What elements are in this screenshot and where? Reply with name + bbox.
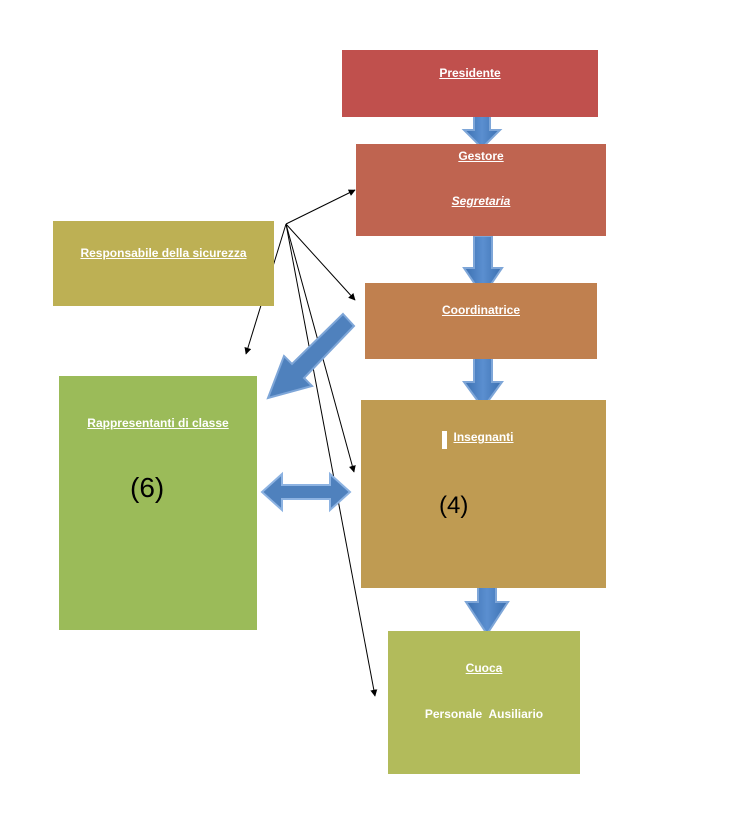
node-cuoca: Cuoca Personale Ausiliario [388, 631, 580, 774]
node-gestore: Gestore Segretaria [356, 144, 606, 236]
line-hub-to-gestore [285, 189, 356, 225]
node-gestore-label: Gestore [458, 149, 504, 163]
node-gestore-sublabel: Segretaria [451, 194, 511, 208]
node-insegnanti: Insegnanti (4) [361, 400, 606, 588]
node-presidente: Presidente [342, 50, 598, 117]
node-cuoca-label: Cuoca [465, 661, 503, 675]
node-responsabile-label: Responsabile della sicurezza [80, 246, 247, 260]
node-insegnanti-label: Insegnanti [453, 430, 514, 444]
text-cursor-mark [442, 431, 447, 449]
node-coordinatrice-label: Coordinatrice [441, 303, 520, 317]
node-rappresentanti-count: (6) [130, 472, 165, 503]
node-presidente-label: Presidente [439, 66, 501, 80]
node-responsabile: Responsabile della sicurezza [53, 221, 274, 306]
node-rappresentanti: Rappresentanti di classe (6) [59, 376, 257, 630]
node-rappresentanti-label: Rappresentanti di classe [87, 416, 229, 430]
double-arrow-rappresentanti-insegnanti [260, 471, 352, 513]
node-coordinatrice: Coordinatrice [365, 283, 597, 359]
block-arrow-to-rappresentanti [266, 312, 356, 400]
node-cuoca-sublabel: Personale Ausiliario [424, 707, 544, 721]
block-arrow-gestore-coordinatrice [462, 235, 504, 298]
line-hub-to-cuoca [285, 223, 378, 697]
node-insegnanti-count: (4) [439, 492, 469, 519]
line-hub-to-coordinatrice [285, 223, 356, 301]
